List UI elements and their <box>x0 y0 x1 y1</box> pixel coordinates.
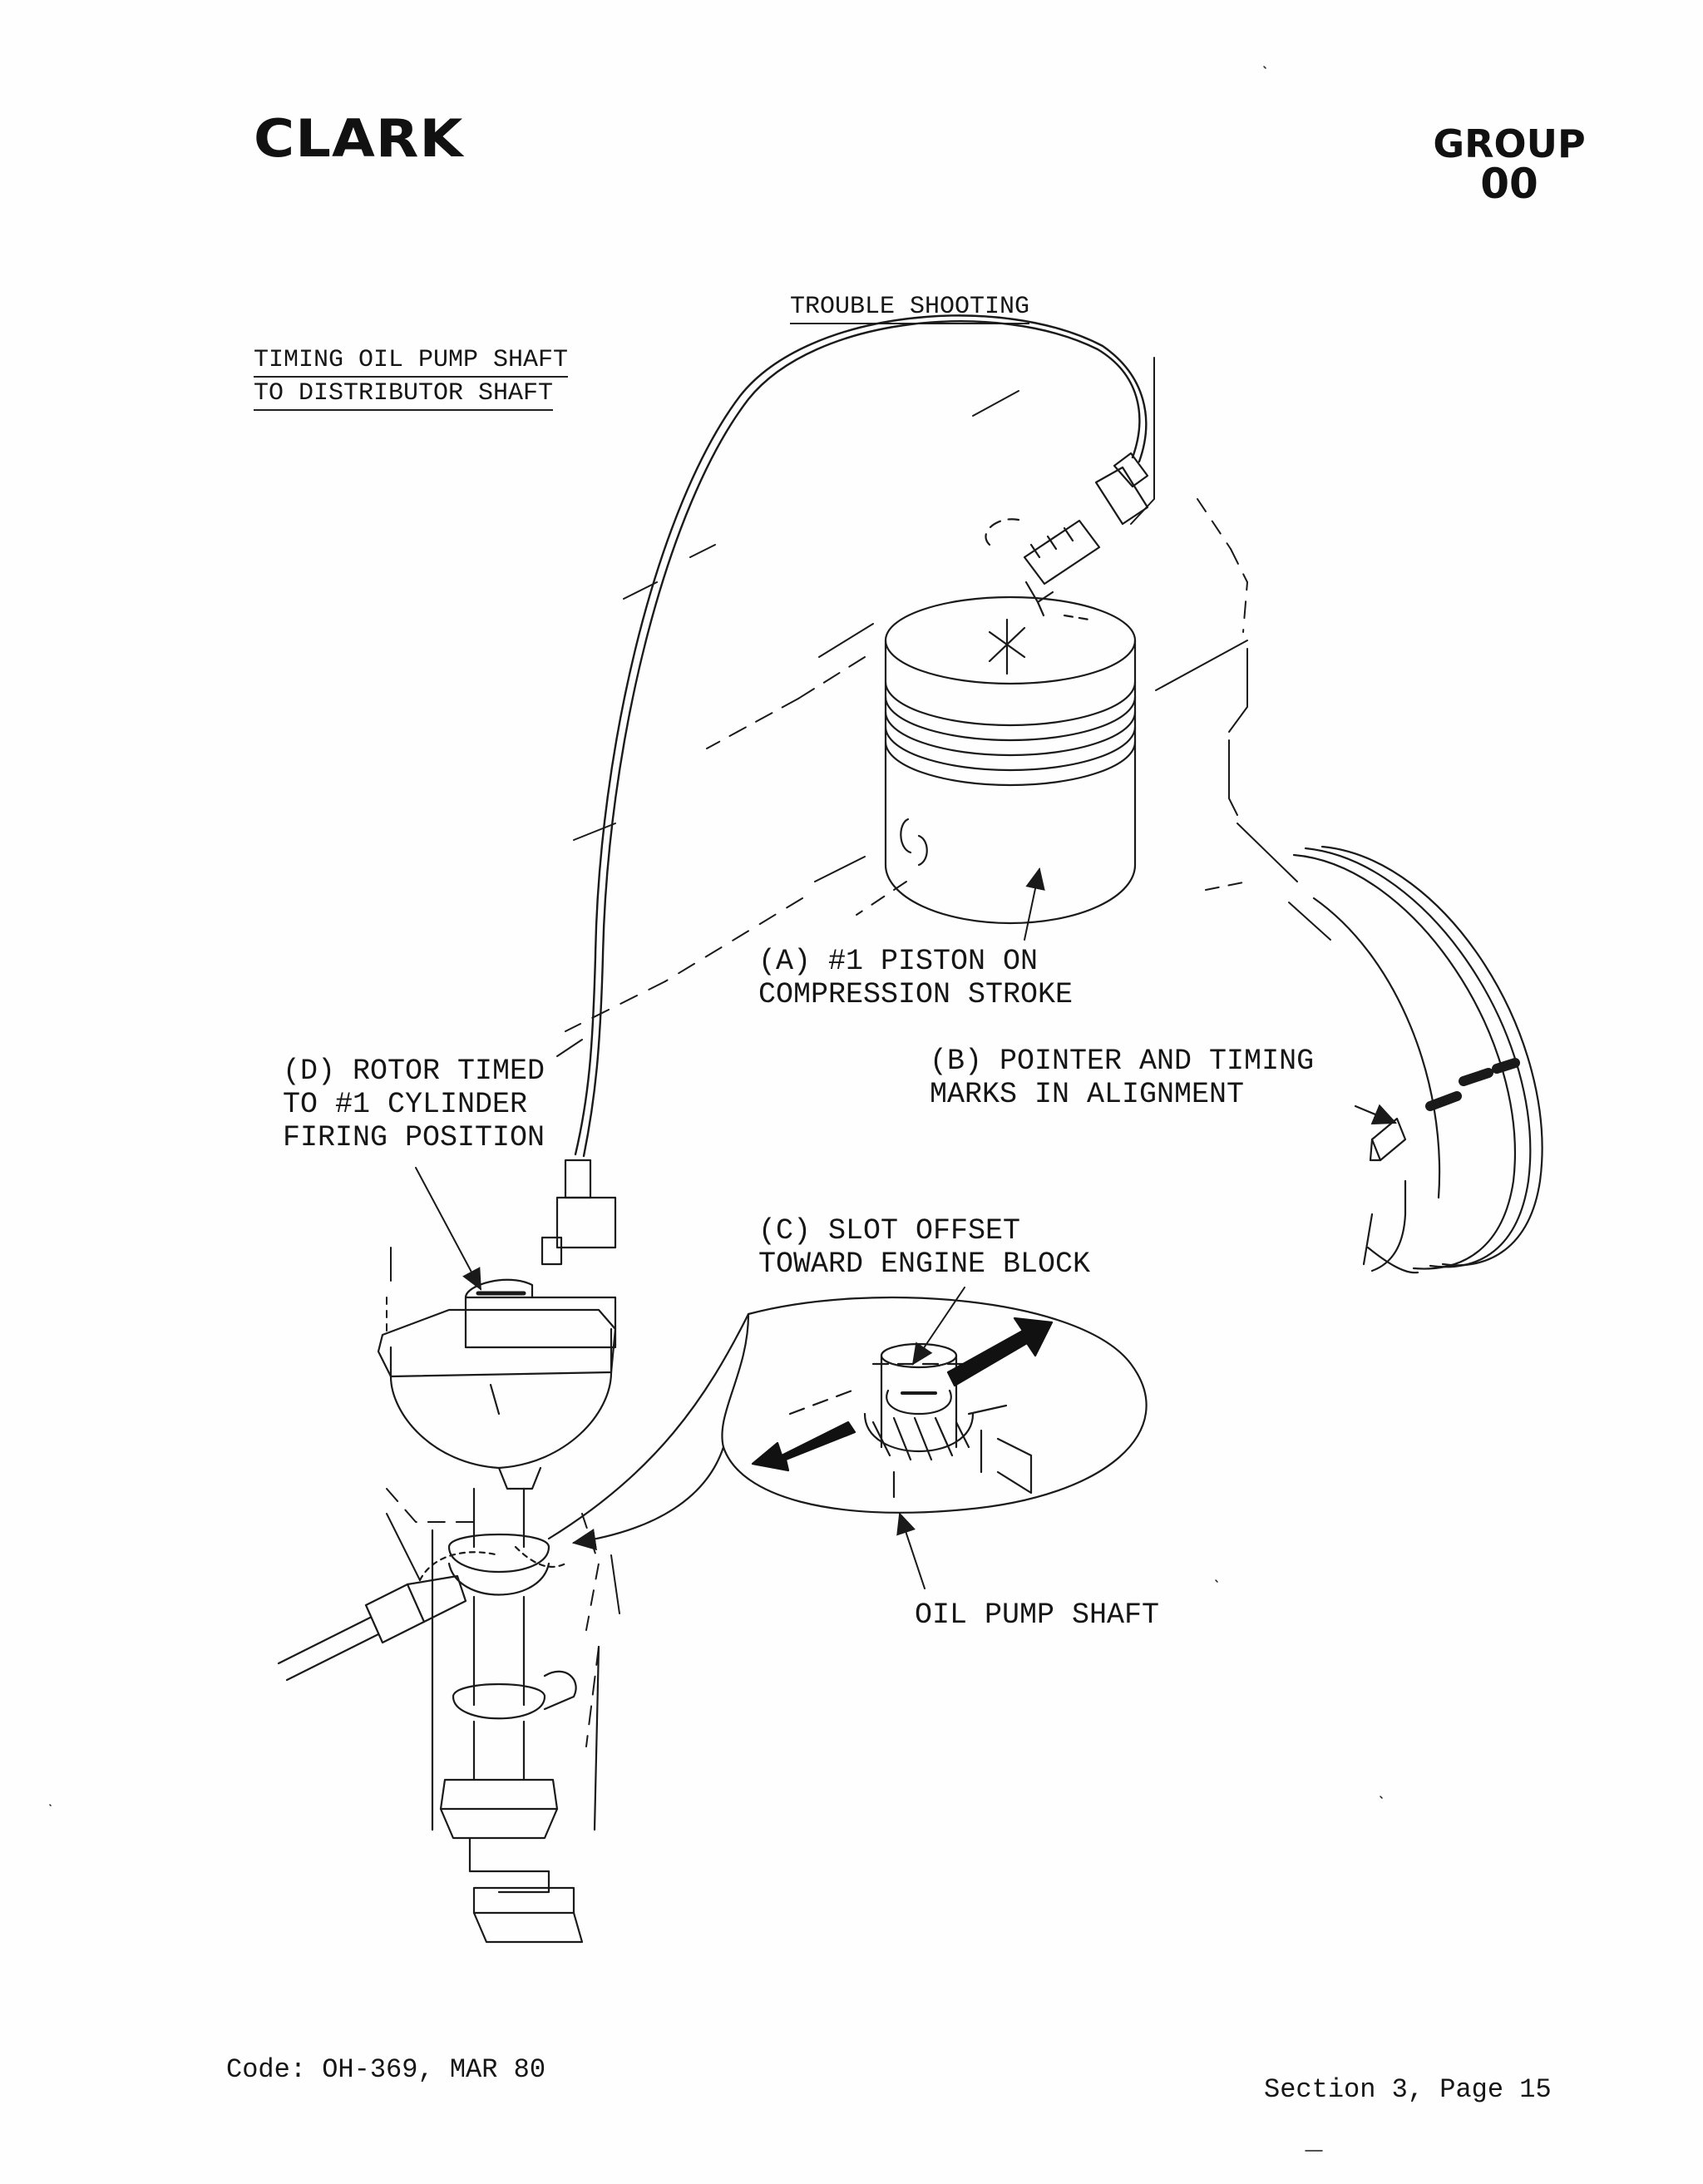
spark-plug-wire <box>574 314 1148 1158</box>
callout-c-line1: (C) SLOT OFFSET <box>758 1214 1021 1248</box>
group-block: GROUP 00 <box>1414 125 1605 205</box>
distributor <box>377 1159 617 1490</box>
direction-arrows <box>751 1317 1054 1472</box>
subtitle-line2: TO DISTRIBUTOR SHAFT <box>254 379 554 411</box>
group-label: GROUP <box>1433 121 1586 166</box>
scan-specks <box>49 66 1383 2152</box>
crank-pulley <box>1292 845 1543 1274</box>
callout-d-line1: (D) ROTOR TIMED <box>283 1055 545 1088</box>
callout-a-line2: COMPRESSION STROKE <box>758 978 1074 1011</box>
callout-b-line1: (B) POINTER AND TIMING <box>930 1045 1315 1078</box>
oil-pump-shaft-label: OIL PUMP SHAFT <box>915 1598 1160 1632</box>
leader-lines <box>415 867 1045 1589</box>
footer-page: Section 3, Page 15 <box>1264 2074 1552 2105</box>
spark-plug <box>1023 452 1149 617</box>
magnified-inset <box>547 1296 1148 1551</box>
drive-cable <box>277 1574 467 1682</box>
group-number: 00 <box>1480 160 1538 208</box>
callout-c-line2: TOWARD ENGINE BLOCK <box>758 1248 1091 1281</box>
callout-d-line2: TO #1 CYLINDER <box>283 1088 528 1121</box>
timing-pointer <box>1354 1104 1407 1162</box>
callout-d-line3: FIRING POSITION <box>283 1121 545 1154</box>
callout-a-line1: (A) #1 PISTON ON <box>758 945 1039 978</box>
piston <box>884 518 1137 925</box>
callout-b-line2: MARKS IN ALIGNMENT <box>930 1078 1245 1111</box>
engine-block-outline <box>386 357 1331 1747</box>
shaft-assembly <box>418 1487 600 1944</box>
subtitle-line1: TIMING OIL PUMP SHAFT <box>254 346 569 378</box>
clark-logo: CLARK <box>254 108 464 169</box>
footer-code: Code: OH-369, MAR 80 <box>226 2054 546 2085</box>
